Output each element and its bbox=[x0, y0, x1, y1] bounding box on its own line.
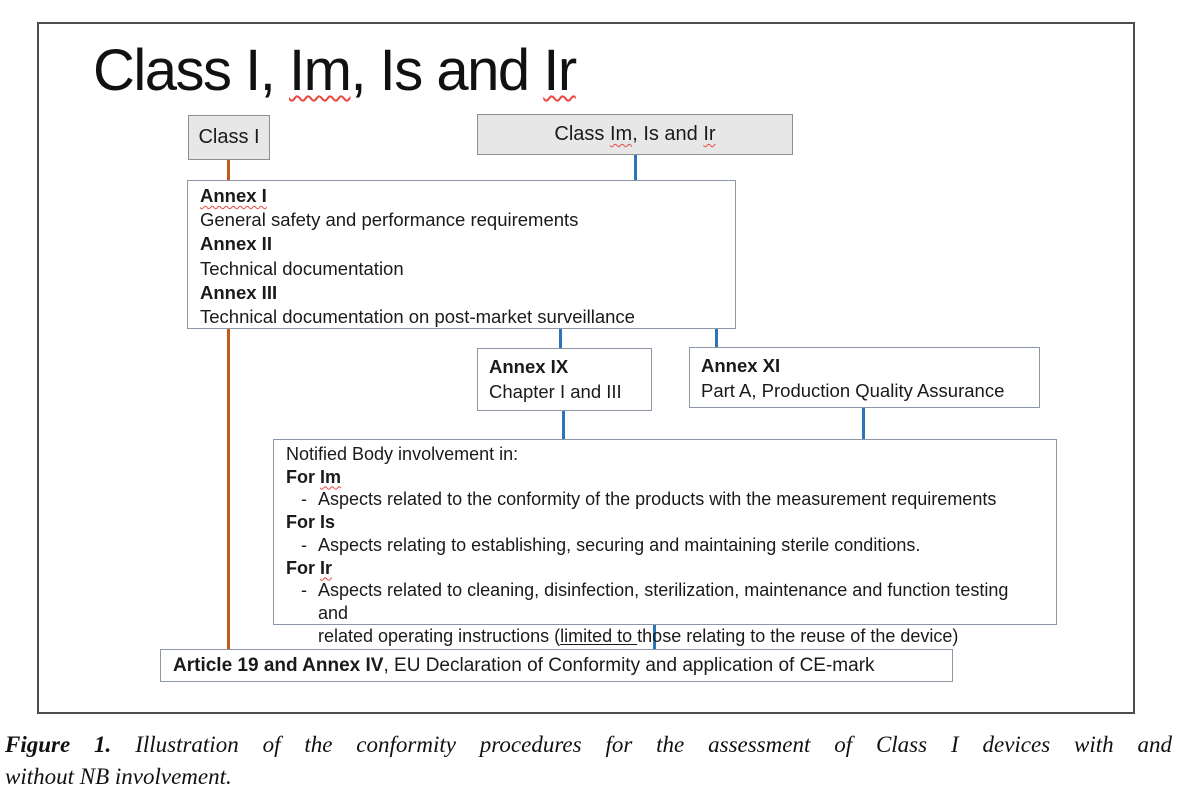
nb-bullet-im: - Aspects related to the conformity of t… bbox=[286, 488, 1042, 511]
title-text-ir: Ir bbox=[543, 38, 577, 103]
annex-ii-title: Annex II bbox=[200, 233, 272, 255]
node-annex-ix: Annex IX Chapter I and III bbox=[477, 348, 652, 411]
node-annex-1-2-3: Annex I General safety and performance r… bbox=[187, 180, 736, 329]
annex-i-title: Annex I bbox=[200, 184, 725, 208]
nb-bullet-ir-line2-pre: related operating instructions ( bbox=[318, 625, 561, 646]
figure-caption: Figure 1. Illustration of the conformity… bbox=[5, 729, 1172, 793]
edge-annex-xi-to-nb bbox=[862, 404, 865, 439]
article-19-rest: , EU Declaration of Conformity and appli… bbox=[383, 655, 875, 676]
edge-class-im-to-annex123 bbox=[634, 154, 637, 180]
nb-bullet-ir-line1: Aspects related to cleaning, disinfectio… bbox=[318, 580, 1009, 623]
edge-annex-ix-to-nb bbox=[562, 411, 565, 439]
node-class-i-label: Class I bbox=[198, 126, 260, 148]
bullet-dash-icon: - bbox=[301, 580, 307, 601]
caption-line-2: without NB involvement. bbox=[5, 764, 232, 789]
edge-class-i-to-article19 bbox=[227, 329, 230, 649]
edge-annex123-to-annex-ix bbox=[559, 329, 562, 348]
article-19-bold: Article 19 and Annex IV bbox=[173, 655, 384, 676]
class-im-sq2: Ir bbox=[703, 123, 716, 145]
nb-for-ir-pre: For bbox=[286, 557, 320, 578]
node-notified-body: Notified Body involvement in: For Im - A… bbox=[273, 439, 1057, 646]
edge-class-i-to-annex123 bbox=[227, 160, 230, 180]
annex-ix-title: Annex IX bbox=[489, 356, 569, 377]
node-article-19: Article 19 and Annex IV, EU Declaration … bbox=[160, 649, 953, 682]
annex-iii-title: Annex III bbox=[200, 281, 278, 303]
nb-bullet-ir-line2-post: those relating to the reuse of the devic… bbox=[637, 625, 959, 646]
nb-bullet-im-text: Aspects related to the conformity of the… bbox=[318, 489, 997, 510]
nb-for-ir-sq: Ir bbox=[320, 557, 333, 578]
title-text-im: Im bbox=[289, 38, 352, 103]
title-text: Class I, bbox=[93, 38, 289, 103]
node-annex-xi: Annex XI Part A, Production Quality Assu… bbox=[689, 347, 1040, 408]
annex-iii-desc: Technical documentation on post-market s… bbox=[200, 306, 635, 328]
nb-for-ir-label: For Ir bbox=[286, 557, 1042, 580]
diagram-title: Class I, Im, Is and Ir bbox=[93, 38, 577, 103]
nb-intro: Notified Body involvement in: bbox=[286, 444, 519, 464]
caption-text-1: Illustration of the conformity procedure… bbox=[135, 732, 1173, 757]
node-class-im-is-ir: Class Im, Is and Ir bbox=[477, 114, 793, 155]
bullet-dash-icon: - bbox=[301, 534, 307, 555]
nb-bullet-ir-underlined: limited to bbox=[560, 625, 638, 646]
edge-nb-to-article19 bbox=[653, 625, 656, 649]
caption-figure-label: Figure 1. bbox=[5, 732, 112, 757]
node-class-i: Class I bbox=[188, 115, 270, 160]
nb-for-im-pre: For bbox=[286, 466, 320, 487]
annex-xi-desc: Part A, Production Quality Assurance bbox=[701, 380, 1005, 401]
nb-for-im-label: For Im bbox=[286, 466, 1042, 489]
annex-i-desc: General safety and performance requireme… bbox=[200, 209, 579, 231]
nb-for-im-sq: Im bbox=[320, 466, 342, 487]
caption-line-1: Figure 1. Illustration of the conformity… bbox=[5, 729, 1172, 761]
class-im-sq1: Im bbox=[609, 123, 633, 145]
annex-ii-desc: Technical documentation bbox=[200, 257, 404, 279]
class-im-pre: Class bbox=[554, 123, 610, 145]
nb-for-is-label: For Is bbox=[286, 512, 336, 533]
nb-bullet-is-text: Aspects relating to establishing, securi… bbox=[318, 534, 921, 555]
annex-xi-title: Annex XI bbox=[701, 355, 781, 376]
annex-i-title-text: Annex I bbox=[200, 185, 267, 206]
nb-bullet-ir-text: Aspects related to cleaning, disinfectio… bbox=[318, 579, 1042, 647]
bullet-dash-icon: - bbox=[301, 489, 307, 510]
nb-bullet-ir: - Aspects related to cleaning, disinfect… bbox=[286, 579, 1042, 647]
class-im-mid: , Is and bbox=[632, 123, 704, 145]
edge-annex123-to-annex-xi bbox=[715, 329, 718, 347]
node-class-im-label: Class Im, Is and Ir bbox=[554, 123, 715, 146]
title-text-mid: , Is and bbox=[350, 38, 544, 103]
nb-bullet-is: - Aspects relating to establishing, secu… bbox=[286, 534, 1042, 557]
annex-ix-desc: Chapter I and III bbox=[489, 381, 622, 402]
